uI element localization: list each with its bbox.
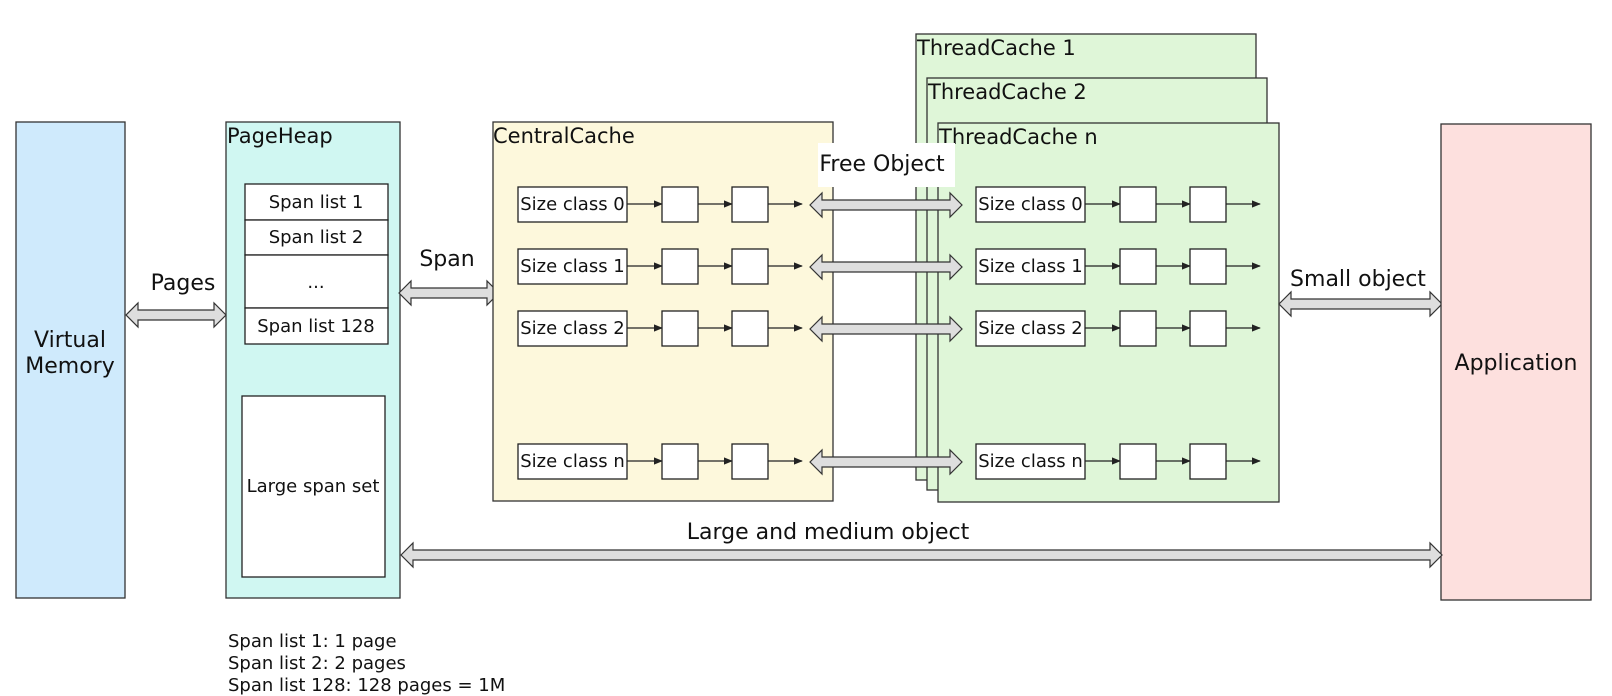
free-object-node xyxy=(661,186,699,223)
free-object-double-arrow xyxy=(809,448,963,476)
size-class-box xyxy=(517,248,628,285)
free-object-node xyxy=(1189,443,1227,480)
virtual-memory-box xyxy=(15,121,126,599)
size-class-label: Size class 2 xyxy=(520,318,625,339)
pages-double-arrow xyxy=(125,301,227,329)
note-line: Span list 2: 2 pages xyxy=(228,653,406,674)
free-object-node xyxy=(731,248,769,285)
size-class-row: Size class 2 xyxy=(517,310,803,347)
pages-arrow-label: Pages xyxy=(151,271,216,296)
small-object-double-arrow xyxy=(1278,290,1443,318)
large-medium-object-arrow: Large and medium object xyxy=(400,520,1443,569)
note-line: Span list 128: 128 pages = 1M xyxy=(228,675,505,696)
size-class-row: Size class 2 xyxy=(975,310,1261,347)
virtual-memory-label-line2: Memory xyxy=(25,354,114,379)
application-label: Application xyxy=(1455,351,1578,376)
large-medium-object-label: Large and medium object xyxy=(687,520,970,545)
free-object-arrows: Free Object xyxy=(809,143,963,476)
pages-arrow: Pages xyxy=(125,271,227,329)
span-list-label: Span list 128 xyxy=(257,316,375,337)
span-double-arrow xyxy=(398,279,500,307)
free-object-node xyxy=(1189,248,1227,285)
large-span-set-box xyxy=(241,395,386,578)
size-class-row: Size class 1 xyxy=(517,248,803,285)
size-class-box xyxy=(975,443,1086,480)
span-list-cell xyxy=(244,219,389,256)
free-object-node xyxy=(1119,310,1157,347)
free-object-node xyxy=(731,443,769,480)
size-class-box xyxy=(517,443,628,480)
free-object-node xyxy=(1119,186,1157,223)
page-heap-title: PageHeap xyxy=(227,124,333,148)
span-list-notes: Span list 1: 1 page Span list 2: 2 pages… xyxy=(228,631,505,696)
span-list-label: ... xyxy=(307,272,324,293)
application-box xyxy=(1440,123,1592,601)
size-class-row: Size class 0 xyxy=(517,186,803,223)
free-object-label: Free Object xyxy=(819,152,945,177)
free-object-node xyxy=(731,310,769,347)
free-object-node xyxy=(661,310,699,347)
span-list-cell xyxy=(244,307,389,345)
size-class-box xyxy=(517,186,628,223)
size-class-box xyxy=(975,248,1086,285)
application-block: Application xyxy=(1440,123,1592,601)
small-object-label: Small object xyxy=(1290,267,1426,292)
free-object-double-arrow xyxy=(809,315,963,343)
thread-cache-1-title: ThreadCache 1 xyxy=(916,36,1076,60)
span-arrow-label: Span xyxy=(419,247,474,272)
thread-cache-stack: ThreadCache 1 ThreadCache 2 ThreadCache … xyxy=(915,33,1280,503)
free-object-double-arrow xyxy=(809,253,963,281)
size-class-label: Size class n xyxy=(978,451,1082,472)
size-class-row: Size class n xyxy=(975,443,1261,480)
free-object-double-arrow xyxy=(809,191,963,219)
large-medium-double-arrow xyxy=(400,541,1443,569)
small-object-arrow: Small object xyxy=(1278,267,1443,318)
free-object-double-arrows xyxy=(809,191,963,476)
size-class-label: Size class 2 xyxy=(978,318,1083,339)
free-object-node xyxy=(1119,248,1157,285)
span-list-label: Span list 1 xyxy=(269,192,364,213)
size-class-row: Size class 1 xyxy=(975,248,1261,285)
free-object-node xyxy=(661,248,699,285)
thread-cache-n-title: ThreadCache n xyxy=(938,125,1098,149)
size-class-label: Size class 0 xyxy=(520,194,625,215)
note-line: Span list 1: 1 page xyxy=(228,631,397,652)
virtual-memory-block: Virtual Memory xyxy=(15,121,126,599)
size-class-label: Size class 0 xyxy=(978,194,1083,215)
free-object-label-bg xyxy=(818,143,955,187)
size-class-row: Size class n xyxy=(517,443,803,480)
free-object-node xyxy=(1189,186,1227,223)
free-object-node xyxy=(1119,443,1157,480)
free-object-node xyxy=(661,443,699,480)
size-class-row: Size class 0 xyxy=(975,186,1261,223)
size-class-box xyxy=(975,186,1086,223)
size-class-label: Size class n xyxy=(520,451,624,472)
span-list-label: Span list 2 xyxy=(269,227,364,248)
size-class-label: Size class 1 xyxy=(978,256,1083,277)
free-object-node xyxy=(731,186,769,223)
span-arrow: Span xyxy=(398,247,500,307)
span-list-table: Span list 1 Span list 2 ... Span list 12… xyxy=(244,183,389,345)
thread-cache-2-title: ThreadCache 2 xyxy=(927,80,1087,104)
size-class-box xyxy=(517,310,628,347)
size-class-box xyxy=(975,310,1086,347)
page-heap-block: PageHeap Span list 1 Span list 2 ... Spa… xyxy=(225,121,401,599)
large-span-set-label: Large span set xyxy=(247,476,380,497)
size-class-label: Size class 1 xyxy=(520,256,625,277)
virtual-memory-label-line1: Virtual xyxy=(34,328,106,353)
central-cache-title: CentralCache xyxy=(493,124,635,148)
thread-cache-size-classes: Size class 0 Size class 1 Size class 2 Size… xyxy=(975,186,1261,480)
free-object-node xyxy=(1189,310,1227,347)
central-cache-size-classes: Size class 0 Size class 1 Size class 2 Size… xyxy=(517,186,803,480)
